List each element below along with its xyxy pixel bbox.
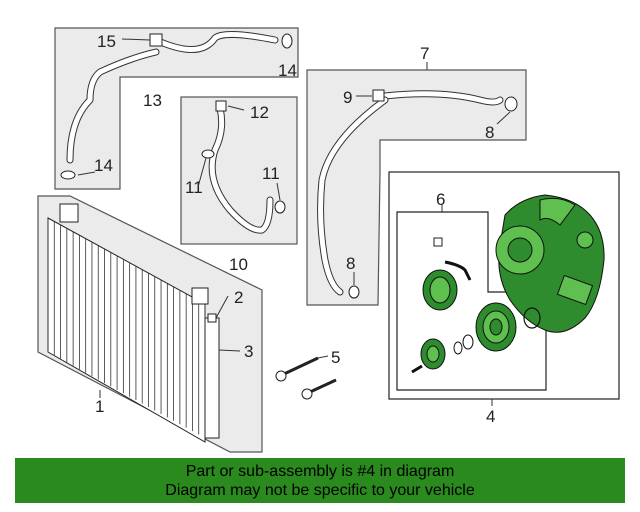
callout-11-left: 11	[185, 178, 203, 197]
valve-part-15[interactable]	[149, 33, 163, 47]
callout-14-bottom: 14	[94, 156, 113, 175]
callout-15: 15	[97, 32, 116, 51]
hose-group-10[interactable]	[180, 96, 298, 245]
cap-part-2[interactable]	[207, 313, 217, 323]
callout-9: 9	[343, 88, 352, 107]
callout-4: 4	[486, 407, 495, 426]
callout-14-top: 14	[278, 61, 297, 80]
callout-7: 7	[420, 44, 429, 63]
bolts-5[interactable]	[275, 355, 337, 400]
o-ring-11-right[interactable]	[274, 200, 286, 214]
pulley[interactable]	[475, 302, 541, 352]
clutch-hub[interactable]	[411, 334, 474, 374]
callout-3: 3	[244, 342, 253, 361]
callout-12: 12	[250, 103, 269, 122]
group-7-panel	[306, 69, 527, 306]
cap-part-12[interactable]	[215, 100, 227, 112]
callout-2: 2	[234, 288, 243, 307]
fitting-part-9[interactable]	[372, 89, 385, 102]
o-ring-14-top[interactable]	[281, 33, 293, 49]
field-coil[interactable]	[422, 237, 472, 311]
compressor-body[interactable]	[495, 194, 605, 333]
hose-group-7[interactable]	[306, 62, 527, 306]
hose-group-13[interactable]	[54, 27, 299, 190]
receiver-drier-3[interactable]	[204, 317, 220, 439]
o-ring-14-bottom[interactable]	[60, 170, 76, 180]
o-ring-11-left[interactable]	[201, 149, 215, 159]
info-banner: Part or sub-assembly is #4 in diagram Di…	[15, 458, 625, 503]
callout-6: 6	[436, 190, 445, 209]
compressor-assembly-4[interactable]	[388, 171, 620, 406]
condenser-assembly-1[interactable]	[37, 195, 263, 453]
callout-1: 1	[95, 397, 104, 416]
banner-line-2: Diagram may not be specific to your vehi…	[165, 482, 475, 499]
callout-10: 10	[229, 255, 248, 274]
o-ring-8-bottom[interactable]	[348, 285, 360, 299]
callout-8-top: 8	[485, 123, 494, 142]
callout-11-right: 11	[262, 164, 280, 183]
o-ring-8-top[interactable]	[504, 96, 518, 112]
callout-5: 5	[331, 348, 340, 367]
callout-8-bottom: 8	[346, 254, 355, 273]
callout-13: 13	[143, 91, 162, 110]
banner-line-1: Part or sub-assembly is #4 in diagram	[185, 463, 455, 480]
